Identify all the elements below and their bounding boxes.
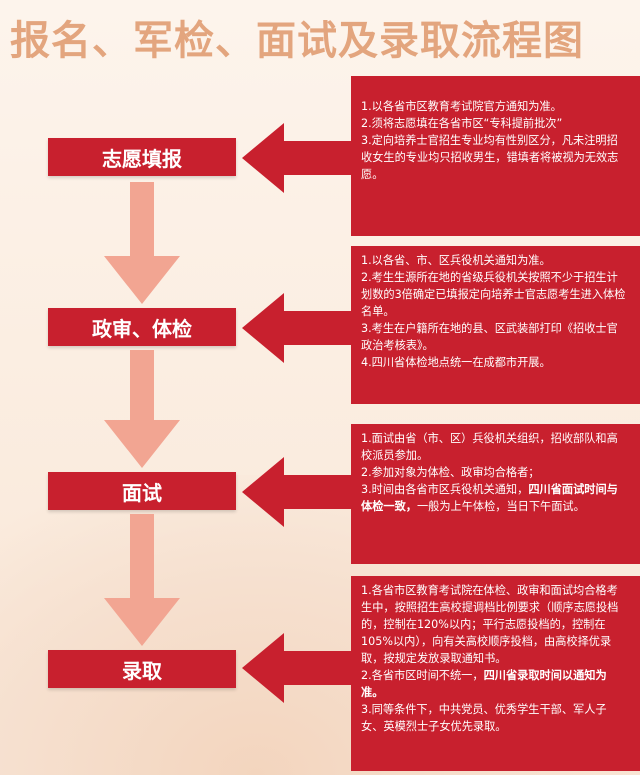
item-text: 一般为上午体检，当日下午面试。 — [416, 500, 585, 513]
panel-item: 3.定向培养士官招生专业均有性别区分，凡未注明招收女生的专业均只招收男生，错填者… — [361, 134, 619, 181]
panel-item: 3.时间由各省市区兵役机关通知，四川省面试时间与体检一致，一般为上午体检，当日下… — [361, 481, 628, 515]
down-arrow-icon — [104, 514, 180, 646]
left-arrow-icon — [242, 293, 354, 363]
stage-label: 录取 — [122, 658, 162, 683]
down-arrow-icon — [104, 182, 180, 304]
item-highlight: 四川省录取时间以通知为准。 — [361, 669, 607, 699]
panel-item: 1.各省市区教育考试院在体检、政审和面试均合格考生中，按照招生高校提调档比例要求… — [361, 584, 619, 665]
panel-item: 1.面试由省（市、区）兵役机关组织，招收部队和高校派员参加。 — [361, 432, 618, 462]
panel-item: 3.考生在户籍所在地的县、区武装部打印《招收士官政治考核表》。 — [361, 322, 618, 352]
left-arrow-icon — [242, 123, 354, 193]
panel-item: 4.四川省体检地点统一在成都市开展。 — [361, 356, 551, 369]
panel-political-physical-check: 1.以各省、市、区兵役机关通知为准。 2.考生生源所在地的省级兵役机关按照不少于… — [351, 246, 640, 404]
down-arrow-icon — [104, 350, 180, 468]
stage-interview: 面试 — [48, 472, 236, 510]
stage-label: 面试 — [122, 480, 162, 505]
stage-label: 志愿填报 — [102, 146, 182, 171]
panel-item: 2.各省市区时间不统一，四川省录取时间以通知为准。 — [361, 667, 628, 701]
panel-item: 1.以各省市区教育考试院官方通知为准。 — [361, 100, 562, 113]
page-title: 报名、军检、面试及录取流程图 — [10, 18, 584, 64]
panel-item: 2.参加对象为体检、政审均合格者； — [361, 466, 540, 479]
panel-item: 1.以各省、市、区兵役机关通知为准。 — [361, 254, 551, 267]
item-text: 3.时间由各省市区兵役机关通知， — [361, 483, 529, 496]
panel-interview: 1.面试由省（市、区）兵役机关组织，招收部队和高校派员参加。 2.参加对象为体检… — [351, 424, 640, 564]
item-text: 2.各省市区时间不统一， — [361, 669, 484, 682]
stage-label: 政审、体检 — [92, 316, 192, 341]
stage-political-physical-check: 政审、体检 — [48, 308, 236, 346]
panel-item: 2.须将志愿填在各省市区“专科提前批次” — [361, 117, 563, 130]
panel-admission: 1.各省市区教育考试院在体检、政审和面试均合格考生中，按照招生高校提调档比例要求… — [351, 576, 640, 771]
panel-volunteer-filling: 1.以各省市区教育考试院官方通知为准。 2.须将志愿填在各省市区“专科提前批次”… — [351, 76, 640, 236]
left-arrow-icon — [242, 457, 354, 527]
left-arrow-icon — [242, 633, 354, 703]
stage-volunteer-filling: 志愿填报 — [48, 138, 236, 176]
panel-item: 3.同等条件下，中共党员、优秀学生干部、军人子女、英模烈士子女优先录取。 — [361, 703, 607, 733]
item-highlight: 四川省面试时间与体检一致， — [361, 483, 618, 513]
panel-item: 2.考生生源所在地的省级兵役机关按照不少于招生计划数的3倍确定已填报定向培养士官… — [361, 271, 626, 318]
stage-admission: 录取 — [48, 650, 236, 688]
